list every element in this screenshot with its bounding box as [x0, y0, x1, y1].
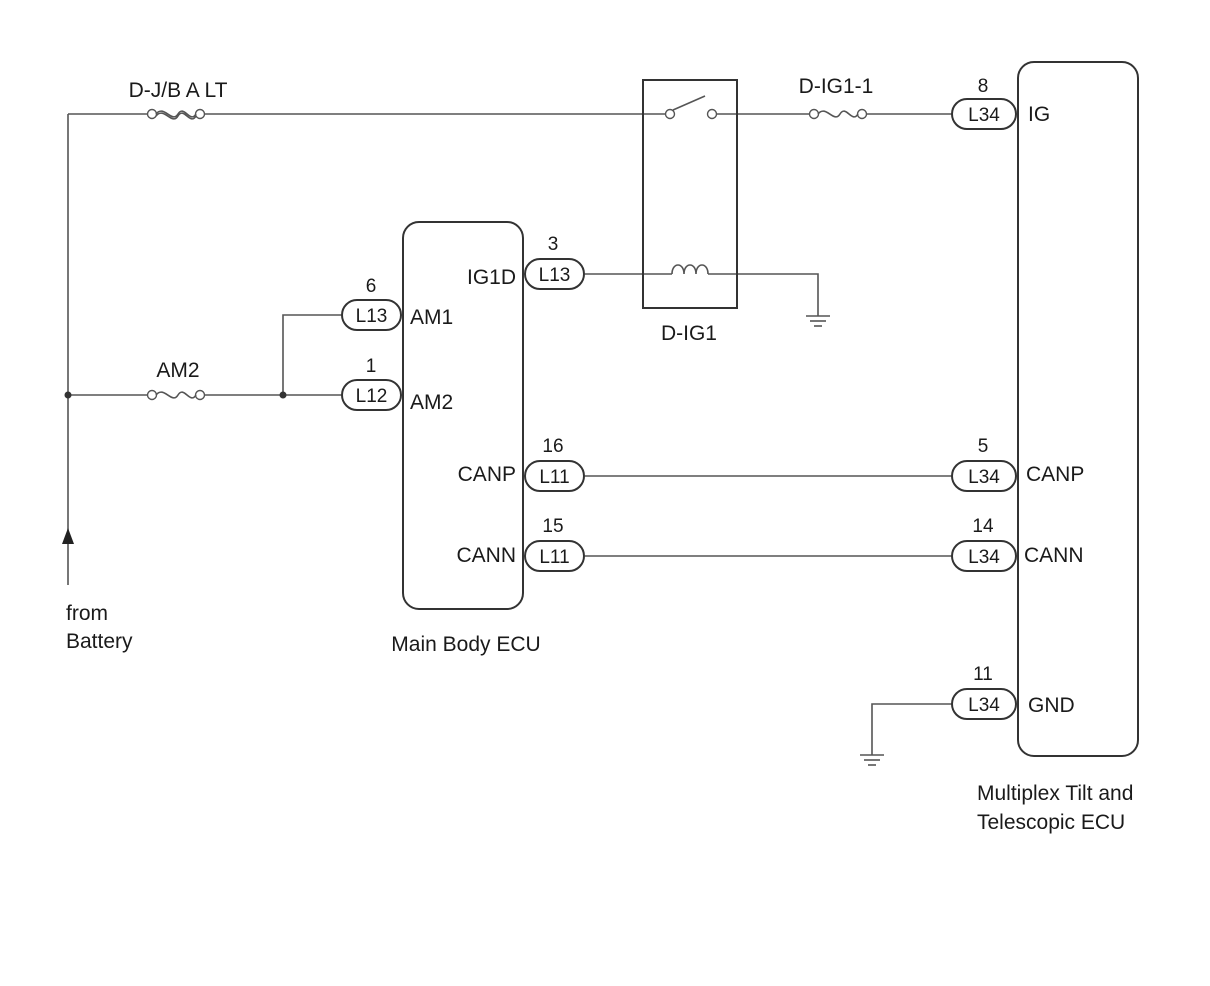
connector-cann-tilt: L34	[951, 540, 1017, 572]
relay-coil-icon	[671, 264, 709, 275]
relay-switch-icon	[672, 95, 706, 111]
pin-number: 14	[972, 516, 994, 537]
connector-label: L34	[968, 547, 1000, 568]
connector-label: L34	[968, 105, 1000, 126]
tilt-ecu-box	[1017, 61, 1139, 757]
battery-arrow-icon	[62, 528, 74, 544]
terminal-label: AM2	[410, 391, 453, 414]
pin-number: 3	[548, 234, 559, 255]
relay-box	[642, 79, 738, 309]
junction-dot	[64, 391, 72, 399]
pin-number: 16	[542, 436, 563, 457]
pin-number: 15	[542, 516, 563, 537]
battery-label: from	[66, 602, 108, 625]
connector-ig1d: L13	[524, 258, 585, 290]
terminal-label: CANN	[456, 544, 516, 567]
connector-am2: L12	[341, 379, 402, 411]
connector-ig-tilt: L34	[951, 98, 1017, 130]
component-label: Main Body ECU	[391, 633, 540, 656]
ground-icon	[806, 315, 830, 327]
fuse-djb-alt	[146, 108, 206, 120]
connector-label: L34	[968, 467, 1000, 488]
relay-label: D-IG1	[661, 322, 717, 345]
connector-label: L13	[539, 265, 571, 286]
connector-label: L11	[539, 467, 569, 488]
fuse-label: D-J/B A LT	[129, 79, 228, 102]
pin-number: 8	[978, 76, 989, 97]
fuse-label: D-IG1-1	[799, 75, 874, 98]
pin-number: 5	[978, 436, 989, 457]
terminal-label: IG	[1028, 103, 1050, 126]
ground-icon	[860, 754, 884, 766]
component-label: Multiplex Tilt and	[977, 782, 1133, 805]
fuse-dig1-1	[808, 108, 868, 120]
main-body-ecu-box	[402, 221, 524, 610]
terminal-label: CANN	[1024, 544, 1084, 567]
connector-label: L13	[356, 306, 388, 327]
pin-number: 6	[366, 276, 377, 297]
terminal-label: AM1	[410, 306, 453, 329]
relay-switch-terminal	[706, 108, 718, 120]
fuse-label: AM2	[156, 359, 199, 382]
wires	[67, 113, 952, 755]
wire-am1-branch	[282, 314, 342, 395]
terminal-label: GND	[1028, 694, 1075, 717]
relay-dig1	[642, 79, 738, 309]
connector-label: L12	[356, 386, 388, 407]
battery-label: Battery	[66, 630, 133, 653]
junction-dot	[279, 391, 287, 399]
connector-label: L34	[968, 695, 1000, 716]
connector-cann-main: L11	[524, 540, 585, 572]
component-label: Telescopic ECU	[977, 811, 1125, 834]
pin-number: 1	[366, 356, 377, 377]
fuse-am2	[146, 389, 206, 401]
relay-switch-terminal	[664, 108, 676, 120]
wire-coil-ground	[708, 273, 819, 316]
connector-am1: L13	[341, 299, 402, 331]
connector-gnd-tilt: L34	[951, 688, 1017, 720]
terminal-label: IG1D	[467, 266, 516, 289]
terminal-label: CANP	[1026, 463, 1084, 486]
connector-label: L11	[539, 547, 569, 568]
wire-gnd	[871, 703, 952, 755]
connector-canp-tilt: L34	[951, 460, 1017, 492]
connector-canp-main: L11	[524, 460, 585, 492]
pin-number: 11	[973, 664, 993, 685]
terminal-label: CANP	[458, 463, 516, 486]
